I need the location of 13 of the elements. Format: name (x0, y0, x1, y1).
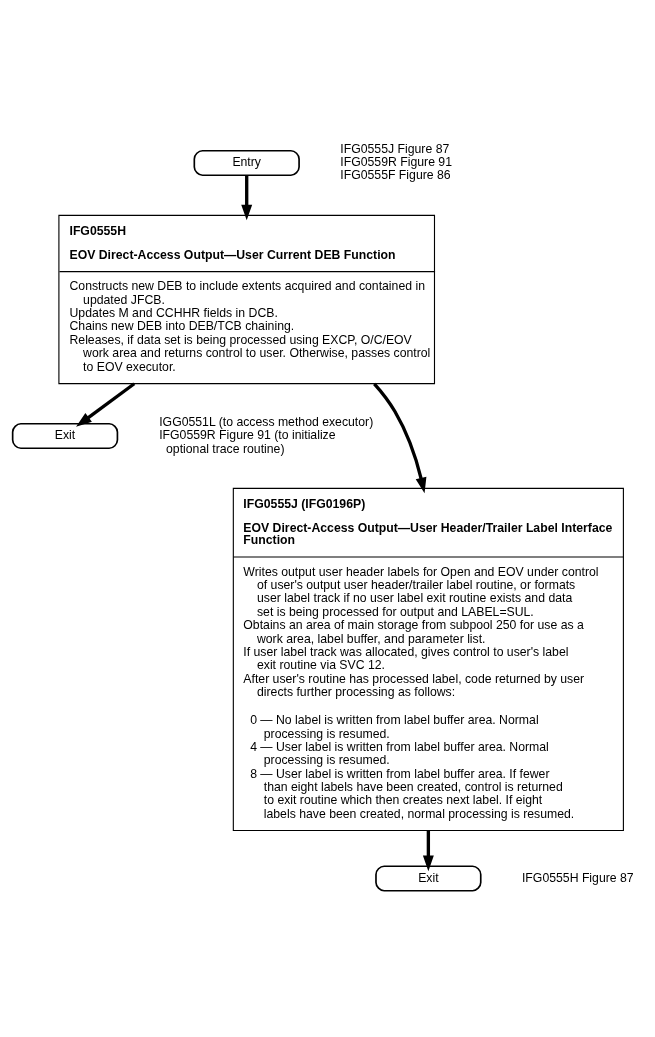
node-label: IFG0555F Figure 86 (340, 168, 451, 183)
node-label: IFG0555H Figure 87 (521, 870, 634, 885)
arrow (76, 382, 136, 427)
node-label: IFG0555J Figure 87 (340, 141, 450, 156)
arrow (422, 830, 434, 872)
node-label: IFG0559R Figure 91 (340, 155, 452, 170)
node-box: Entry (193, 149, 300, 177)
node-label: IFG0559R Figure 91 (to initialize optional trace routine) (159, 428, 336, 456)
node-label: IGG0551L (to access method executor) (159, 414, 374, 429)
arrow (241, 175, 253, 221)
node-box: Exit (375, 865, 482, 892)
node-box: Exit (11, 422, 119, 450)
arrow (373, 382, 427, 494)
